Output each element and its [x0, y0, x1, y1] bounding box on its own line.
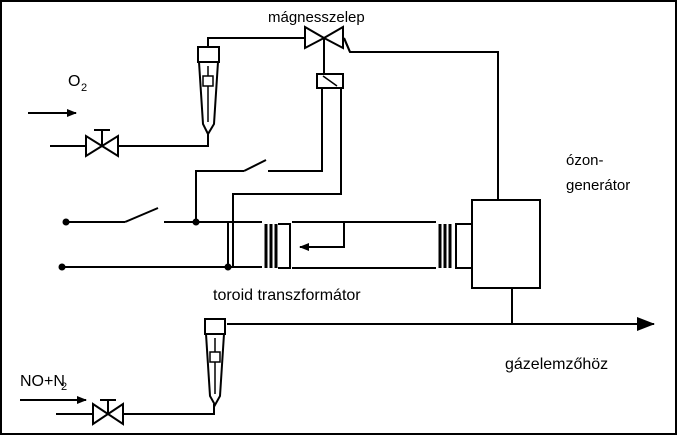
no-n2-label-subscript: 2 — [61, 381, 67, 393]
junction-upper — [192, 218, 200, 226]
oxygen-valve-icon — [85, 129, 119, 158]
oxygen-pipe-to-flowmeter — [118, 133, 209, 147]
toroid-transformer-label: toroid transzformátor — [213, 287, 361, 304]
oxygen-label-subscript: 2 — [81, 82, 87, 94]
ozone-generator-label-line2: generátor — [566, 177, 630, 194]
main-switch-blade — [124, 207, 159, 223]
solenoid-valve-label: mágnesszelep — [268, 9, 365, 26]
ozone-generator-box — [471, 199, 541, 289]
no-n2-label-main: NO+N — [20, 373, 65, 390]
gas-analyzer-label: gázelemzőhöz — [505, 356, 608, 373]
solenoid-valve-icon — [304, 25, 344, 89]
solenoid-lead-a — [268, 88, 323, 172]
ozone-generator-label-line1: ózon- — [566, 152, 604, 169]
oxygen-flowmeter-icon — [197, 46, 220, 137]
valve-outlet-stub — [343, 37, 351, 53]
valve-to-ozone-pipe — [343, 37, 499, 200]
flowmeter-to-valve-pipe — [207, 37, 304, 47]
secondary-loop-arrow — [292, 221, 345, 251]
toroid-transformer-primary-icon — [264, 223, 291, 269]
no-n2-pipe-to-flowmeter — [123, 404, 215, 415]
oxygen-label-main: O — [68, 73, 80, 90]
solenoid-lead-b — [232, 88, 342, 268]
switch-upper-blade — [243, 159, 267, 172]
switch-upper-left-wire — [195, 170, 244, 222]
toroid-transformer-secondary-icon — [438, 223, 472, 269]
no-n2-valve-icon — [92, 399, 124, 426]
no-n2-flowmeter-icon — [204, 318, 226, 408]
oxygen-label: O 2 — [68, 73, 87, 94]
no-n2-label: NO+N 2 — [20, 373, 67, 393]
